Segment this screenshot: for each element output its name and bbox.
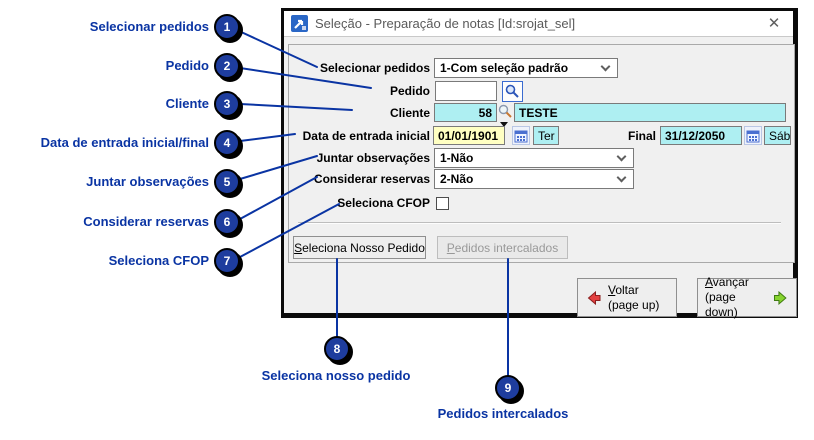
calendar-icon [514, 130, 528, 142]
title-bar: Seleção - Preparação de notas [Id:srojat… [284, 11, 793, 37]
calendar-icon [746, 130, 760, 142]
considerar-reservas-label: Considerar reservas [313, 172, 430, 186]
callout-7: 7 [214, 248, 240, 274]
annotation-label-seleciona-nosso-pedido: Seleciona nosso pedido [261, 368, 411, 383]
selection-dialog: Seleção - Preparação de notas [Id:srojat… [281, 8, 798, 319]
cliente-label: Cliente [389, 106, 430, 120]
callout-6: 6 [214, 209, 240, 235]
data-inicial-input[interactable]: 01/01/1901 [433, 126, 505, 145]
cliente-dropdown-arrow-icon[interactable] [500, 122, 508, 127]
annotation-label-selecionar-pedidos: Selecionar pedidos [89, 19, 209, 34]
pedido-input[interactable] [435, 81, 497, 101]
data-final-calendar-button[interactable] [744, 126, 762, 145]
callout-3: 3 [214, 91, 240, 117]
button-accel: P [446, 240, 455, 255]
button-sublabel: (page down) [705, 290, 738, 319]
cliente-code-input[interactable]: 58 [434, 103, 497, 122]
button-sublabel: (page up) [608, 297, 660, 312]
data-inicial-calendar-button[interactable] [512, 126, 530, 145]
callout-1: 1 [214, 14, 240, 40]
green-right-arrow-icon [774, 290, 787, 305]
data-final-label: Final [627, 128, 656, 143]
callout-9: 9 [495, 375, 521, 401]
button-accel: A [705, 275, 713, 289]
magnifier-icon [498, 104, 512, 118]
cliente-search-icon[interactable] [498, 104, 514, 119]
separator [298, 222, 781, 224]
considerar-reservas-value: 2-Não [440, 172, 474, 186]
magnifier-icon [505, 84, 519, 98]
annotation-label-seleciona-cfop: Seleciona CFOP [108, 253, 209, 268]
button-label: oltar [615, 282, 639, 297]
chevron-down-icon [616, 172, 627, 183]
selecionar-pedidos-select[interactable]: 1-Com seleção padrão [434, 58, 618, 78]
chevron-down-icon [600, 61, 611, 72]
juntar-observacoes-value: 1-Não [440, 151, 474, 165]
annotation-label-cliente: Cliente [165, 96, 209, 111]
juntar-observacoes-select[interactable]: 1-Não [434, 148, 634, 168]
annotation-label-juntar-observacoes: Juntar observações [86, 174, 209, 189]
callout-2: 2 [214, 53, 240, 79]
pedido-label: Pedido [389, 84, 430, 98]
considerar-reservas-select[interactable]: 2-Não [434, 169, 634, 189]
annotation-label-pedidos-intercalados: Pedidos intercalados [437, 406, 569, 421]
button-label: eleciona Nosso Pedido [302, 240, 425, 255]
callout-5: 5 [214, 169, 240, 195]
voltar-button[interactable]: Voltar (page up) [577, 278, 677, 317]
window-title: Seleção - Preparação de notas [Id:srojat… [315, 16, 576, 31]
pedido-search-button[interactable] [502, 81, 523, 102]
annotation-label-data-entrada: Data de entrada inicial/final [40, 135, 209, 150]
annotation-label-pedido: Pedido [165, 58, 209, 73]
button-label: vançar [712, 275, 749, 289]
app-arrow-icon [291, 15, 308, 32]
callout-8: 8 [324, 336, 350, 362]
data-final-input[interactable]: 31/12/2050 [660, 126, 742, 145]
seleciona-cfop-checkbox[interactable] [436, 197, 449, 210]
selecionar-pedidos-label: Selecionar pedidos [319, 61, 430, 75]
selecionar-pedidos-value: 1-Com seleção padrão [440, 61, 569, 75]
data-inicial-weekday-badge: Ter [533, 126, 559, 145]
button-accel: S [294, 240, 303, 255]
data-final-weekday-badge: Sáb [764, 126, 791, 145]
red-left-arrow-icon [587, 290, 601, 305]
cliente-name-input[interactable]: TESTE [514, 103, 786, 122]
pedidos-intercalados-button[interactable]: Pedidos intercalados [437, 236, 568, 259]
annotation-label-considerar-reservas: Considerar reservas [83, 214, 209, 229]
seleciona-cfop-label: Seleciona CFOP [337, 196, 430, 210]
data-inicial-label: Data de entrada inicial [302, 129, 430, 143]
close-icon[interactable]: ✕ [767, 15, 781, 32]
seleciona-nosso-pedido-button[interactable]: Seleciona Nosso Pedido [293, 236, 426, 259]
callout-4: 4 [214, 130, 240, 156]
juntar-observacoes-label: Juntar observações [316, 151, 430, 165]
button-label: edidos intercalados [454, 240, 559, 255]
avancar-button[interactable]: Avançar (page down) [697, 275, 797, 319]
chevron-down-icon [616, 151, 627, 162]
button-accel: V [608, 282, 616, 297]
